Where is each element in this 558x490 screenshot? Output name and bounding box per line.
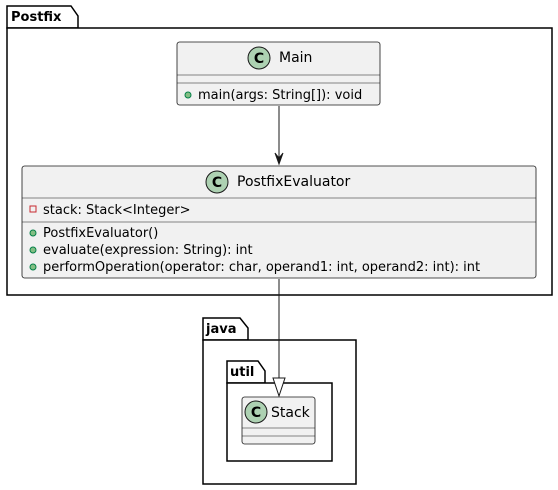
svg-text:C: C [254,51,264,67]
class-evaluator-method: performOperation(operator: char, operand… [43,260,480,275]
public-visibility-icon [29,263,37,271]
public-visibility-icon [184,91,192,99]
class-main-method: main(args: String[]): void [198,88,362,103]
public-visibility-icon [29,246,37,254]
class-evaluator-name: PostfixEvaluator [237,174,351,190]
svg-text:C: C [251,405,261,421]
package-util-label: util [230,365,254,380]
class-evaluator-method: PostfixEvaluator() [43,226,158,241]
class-main-box [176,41,381,106]
class-stack[interactable]: C Stack [241,396,316,445]
package-java-tab [202,317,249,341]
class-main[interactable]: C Main main(args: String[]): void [176,41,381,106]
package-java-label: java [205,322,236,337]
package-postfix-label: Postfix [11,10,62,25]
class-stereotype-icon [247,46,271,70]
arrowhead-hollow-triangle [272,377,286,398]
class-stereotype-icon [205,170,229,194]
package-util-tab [226,360,266,384]
package-postfix-tab [6,5,79,29]
class-evaluator-field: stack: Stack<Integer> [43,203,191,218]
association-arrow [274,106,284,166]
public-visibility-icon [29,229,37,237]
arrowhead-open [274,152,284,166]
private-visibility-icon [29,205,37,213]
class-stereotype-icon [244,400,268,424]
class-stack-name: Stack [271,405,311,421]
class-evaluator-method: evaluate(expression: String): int [43,243,253,258]
class-postfix-evaluator[interactable]: C PostfixEvaluator stack: Stack<Integer>… [21,165,537,279]
class-main-name: Main [279,50,312,66]
generalization-arrow [272,279,286,398]
svg-text:C: C [212,175,222,191]
